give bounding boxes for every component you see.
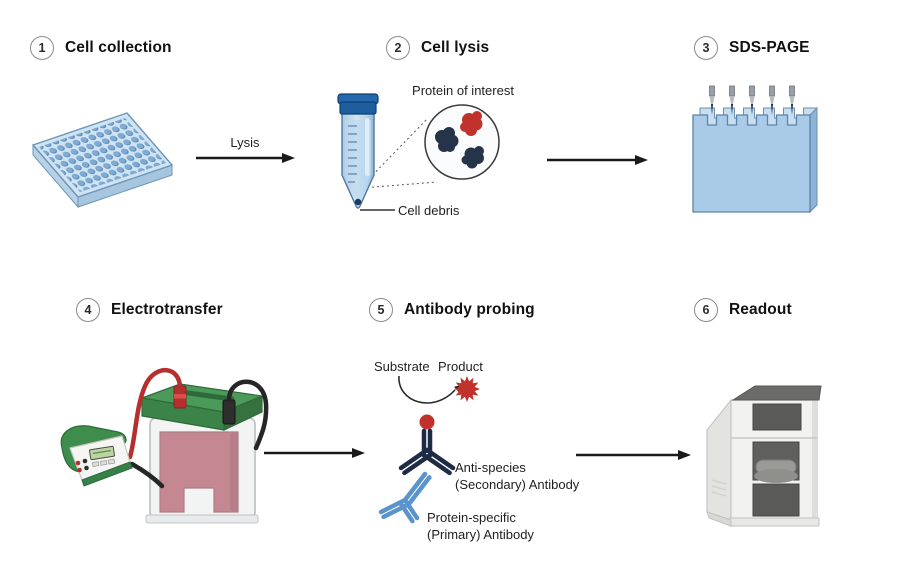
electrotransfer-illustration: [60, 367, 269, 524]
step-header-cell-collection: 1 Cell collection: [30, 36, 172, 60]
imager-top-panel: [731, 385, 822, 401]
arrow-step5-to-step6: [576, 450, 691, 460]
step-number-badge: 1: [30, 36, 54, 60]
step-header-electrotransfer: 4 Electrotransfer: [76, 298, 223, 322]
primary-antibody-label-line2: (Primary) Antibody: [427, 527, 534, 542]
antibody-probing-illustration: [378, 375, 480, 524]
imager-upper-window: [752, 403, 802, 431]
secondary-antibody-label-line1: Anti-species: [455, 460, 526, 475]
step-number-badge: 5: [369, 298, 393, 322]
sds-page-gel-icon: [692, 85, 818, 214]
output-jack-red: [75, 460, 81, 466]
protein-blob-red: [460, 111, 483, 136]
well-plate-icon: [32, 112, 173, 209]
red-cable: [127, 367, 183, 460]
enzyme-dot: [419, 414, 435, 430]
arrow-step2-to-step3: [547, 155, 648, 165]
primary-antibody-label-line1: Protein-specific: [427, 510, 516, 525]
reaction-arrow: [398, 375, 456, 404]
power-supply-icon: [60, 425, 133, 487]
step-title: Readout: [729, 301, 792, 318]
output-jack-red: [77, 467, 82, 473]
cell-debris-pellet: [354, 198, 362, 206]
step-header-readout: 6 Readout: [694, 298, 792, 322]
cell-debris-label: Cell debris: [398, 203, 460, 218]
step-header-cell-lysis: 2 Cell lysis: [386, 36, 489, 60]
step-title: SDS-PAGE: [729, 39, 810, 56]
imager-machine-icon: [706, 385, 822, 527]
step-header-sds-page: 3 SDS-PAGE: [694, 36, 810, 60]
power-supply-button: [91, 461, 100, 467]
step-title: Cell collection: [65, 39, 172, 56]
step-number-badge: 3: [694, 36, 718, 60]
transfer-tank-icon: [145, 417, 259, 524]
power-supply-display: [89, 445, 115, 461]
lysis-arrow-label: Lysis: [230, 135, 260, 150]
black-cable: [129, 461, 165, 489]
power-supply-button: [107, 458, 116, 465]
product-label: Product: [438, 359, 483, 374]
product-star-icon: [454, 376, 480, 402]
protein-blob-navy: [435, 127, 459, 152]
secondary-antibody-icon: [398, 428, 456, 476]
secondary-antibody-label-line2: (Secondary) Antibody: [455, 477, 580, 492]
black-cable: [226, 379, 269, 451]
substrate-label: Substrate: [374, 359, 430, 374]
red-electrode-band: [174, 394, 186, 399]
protein-of-interest-label: Protein of interest: [412, 83, 514, 98]
protein-blob-navy: [461, 146, 484, 169]
step-number-badge: 6: [694, 298, 718, 322]
imager-tray: [754, 469, 798, 483]
step-number-badge: 4: [76, 298, 100, 322]
tube-graduations: [348, 125, 357, 183]
primary-antibody-icon: [378, 471, 432, 524]
magnifier-cone-line: [361, 181, 438, 189]
vent-slits: [711, 479, 727, 497]
arrow-step4-to-step5: [264, 448, 365, 458]
cell-lysis-illustration: [337, 93, 500, 211]
step-title: Antibody probing: [404, 301, 535, 318]
imager-lower-panel: [752, 483, 800, 517]
arrow-lysis: [196, 153, 295, 163]
output-jack-black: [82, 458, 88, 464]
tube-cap: [339, 101, 377, 115]
black-electrode-plug: [222, 399, 236, 425]
magnifier-circle: [424, 104, 500, 180]
step-header-antibody-probing: 5 Antibody probing: [369, 298, 535, 322]
step-number-badge: 2: [386, 36, 410, 60]
power-supply-button: [99, 460, 108, 466]
output-jack-black: [84, 465, 89, 471]
pipette-tips: [709, 85, 795, 115]
step-title: Electrotransfer: [111, 301, 223, 318]
step-title: Cell lysis: [421, 39, 490, 56]
